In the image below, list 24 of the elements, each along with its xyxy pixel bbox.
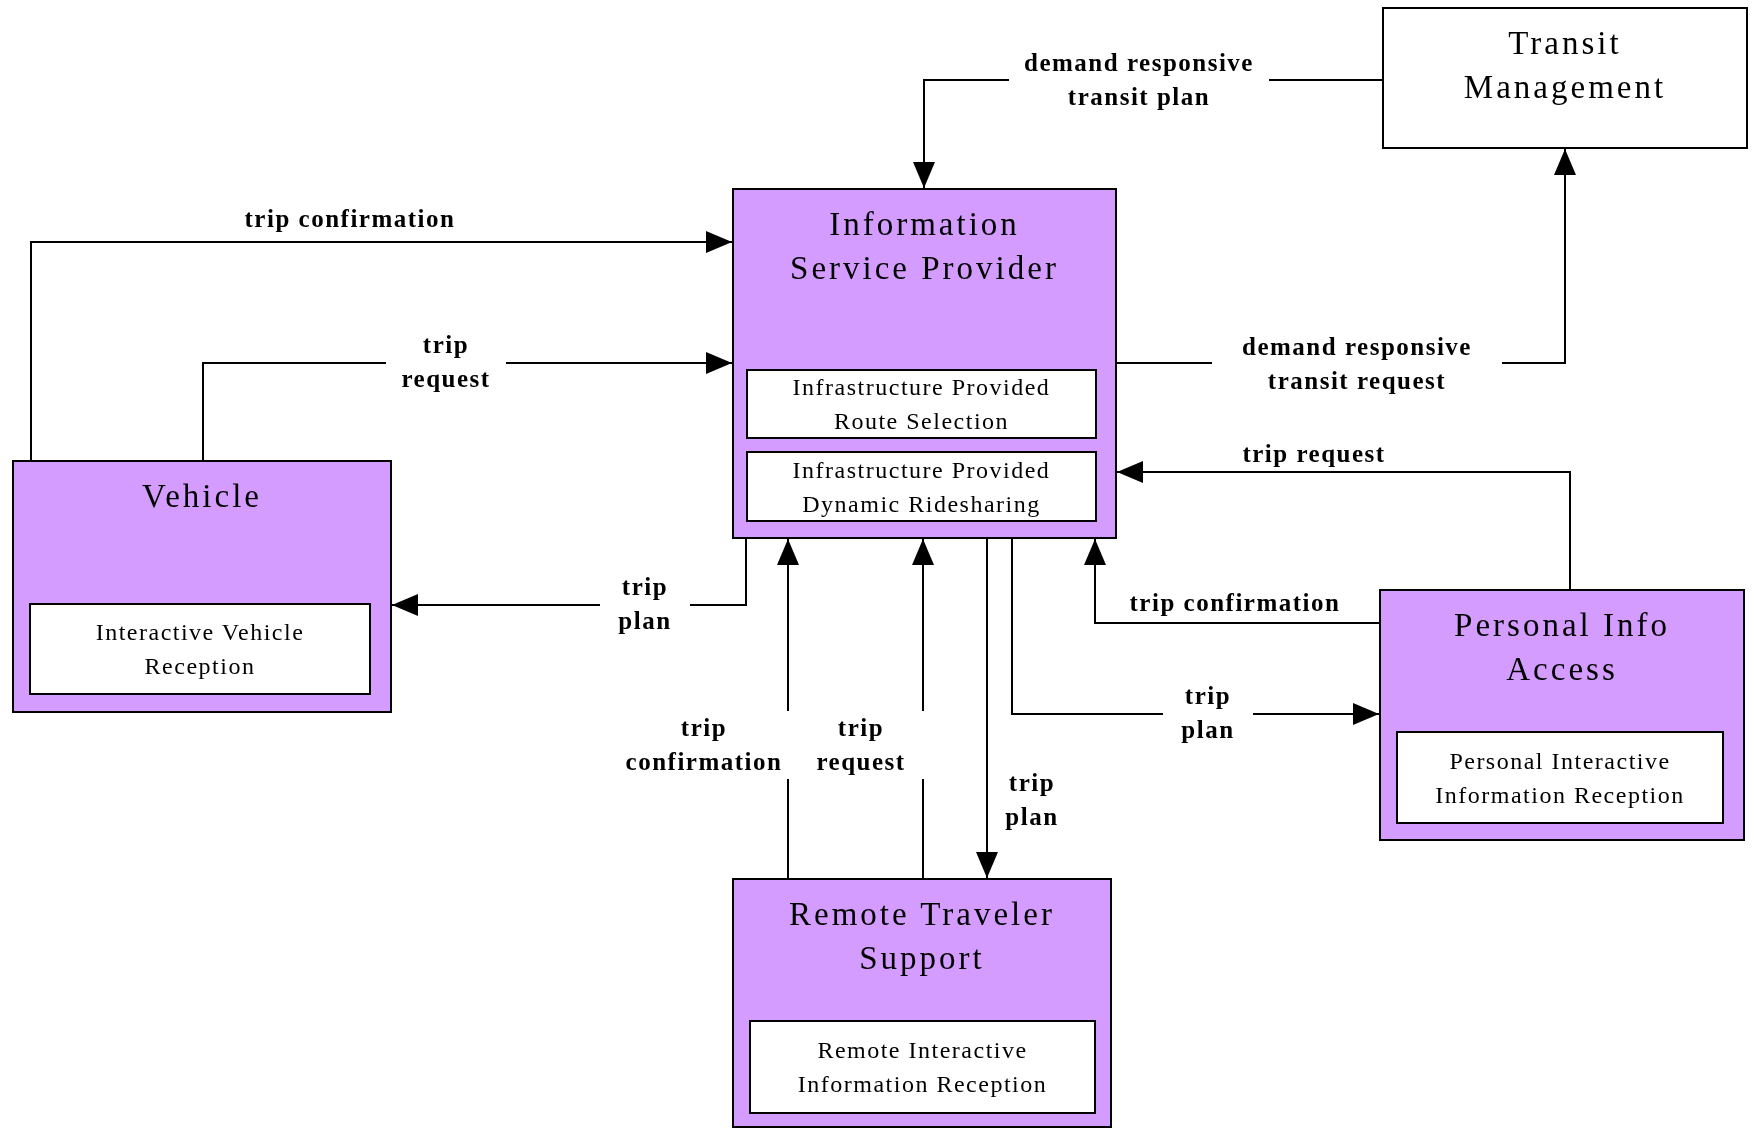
process-box [746, 369, 1097, 439]
system-title: Personal Info Access [1453, 606, 1671, 689]
arrow [1116, 461, 1571, 590]
arrow [1084, 538, 1380, 624]
process-label: Remote Interactive Information Reception [796, 1036, 1049, 1099]
system-title: Remote Traveler Support [788, 895, 1056, 978]
process-label: Infrastructure Provided Dynamic Ridesharing [791, 455, 1052, 519]
process-box [749, 1020, 1096, 1114]
system-title: Transit Management [1462, 24, 1668, 107]
process-label: Infrastructure Provided Route Selection [791, 373, 1052, 436]
process-label: Personal Interactive Information Reception [1434, 746, 1686, 810]
system-title: Vehicle [142, 477, 262, 516]
process-box [1396, 731, 1724, 824]
system-box [1382, 7, 1748, 149]
subsystem-box [732, 188, 1117, 539]
process-box [29, 603, 371, 695]
arrow [976, 538, 998, 879]
process-box [746, 451, 1097, 522]
subsystem-box [732, 878, 1112, 1128]
system-title: Information Service Provider [789, 205, 1060, 288]
process-label: Interactive Vehicle Reception [94, 618, 306, 681]
subsystem-box [12, 460, 392, 713]
arrow [30, 231, 733, 461]
subsystem-box [1379, 589, 1745, 841]
